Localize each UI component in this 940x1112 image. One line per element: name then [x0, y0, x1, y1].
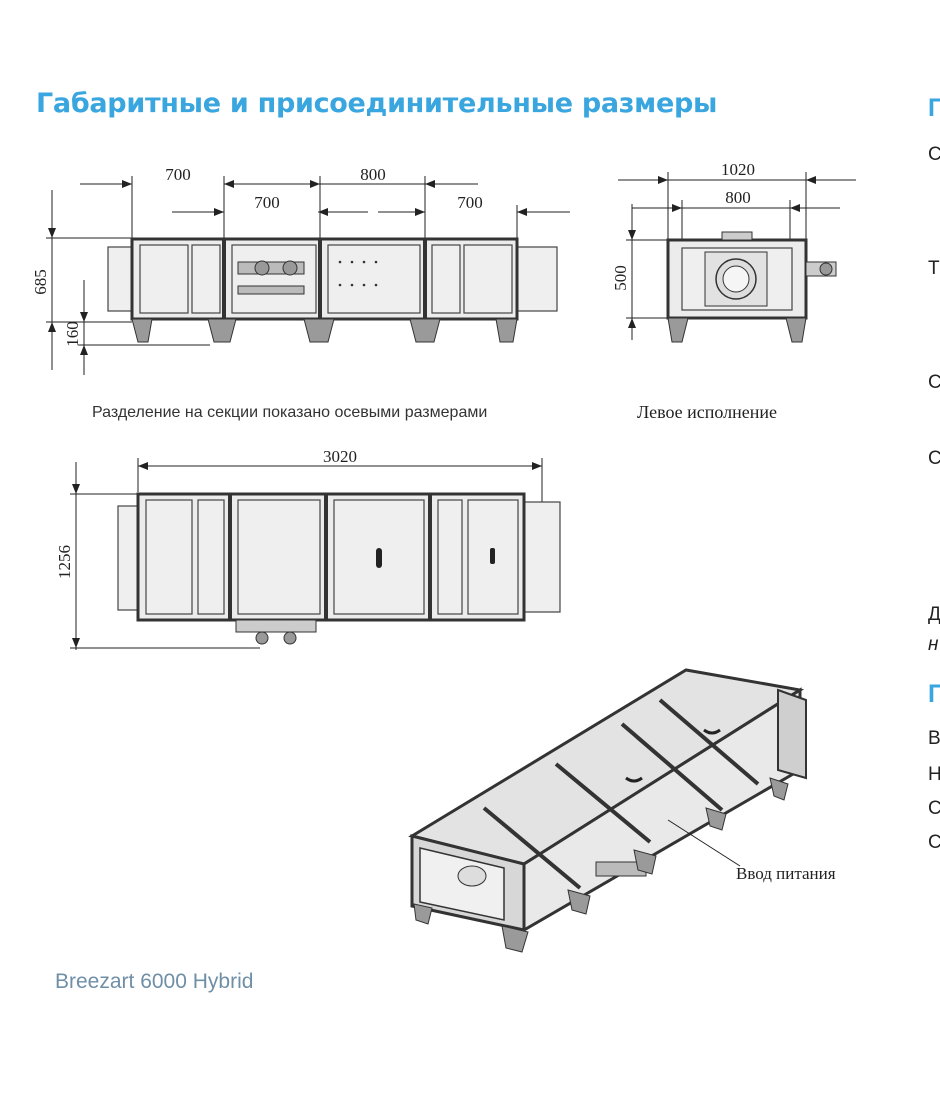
right-column-line-2: Т [928, 258, 940, 279]
side-dim-height: 500 [611, 265, 630, 291]
right-column-line-3: С [928, 372, 940, 393]
top-dim-width: 1256 [55, 545, 74, 579]
right-column-heading-1: П [928, 94, 940, 122]
right-column-line-5: Д [928, 604, 940, 625]
side-dimension-lines [618, 172, 856, 340]
top-unit-body [117, 492, 561, 645]
right-column-line-10: С [928, 832, 940, 853]
right-column-line-9: С [928, 798, 940, 819]
side-view-caption: Левое исполнение [637, 402, 778, 422]
front-unit-body [107, 237, 558, 343]
front-dim-top-2: 800 [360, 165, 386, 184]
side-unit-body [666, 231, 837, 343]
side-dim-outer: 1020 [721, 160, 755, 179]
footer-model-name: Breezart 6000 Hybrid [55, 970, 254, 993]
front-dim-legs: 160 [63, 321, 82, 347]
right-column-line-6: н [928, 634, 939, 655]
front-dim-second-2: 700 [457, 193, 483, 212]
side-dim-inner: 800 [725, 188, 751, 207]
iso-unit-body [408, 668, 807, 953]
right-column-line-1: С [928, 144, 940, 165]
power-input-label: Ввод питания [736, 864, 836, 883]
front-view-caption: Разделение на секции показано осевыми ра… [92, 404, 488, 421]
front-dim-top-1: 700 [165, 165, 191, 184]
page-title: Габаритные и присоединительные размеры [36, 88, 718, 119]
front-dimension-lines [46, 176, 570, 375]
top-dim-length: 3020 [323, 447, 357, 466]
front-dim-height: 685 [31, 269, 50, 295]
right-column-heading-2: П [928, 680, 940, 708]
front-dim-second-1: 700 [254, 193, 280, 212]
top-dimension-lines [70, 458, 543, 650]
right-column-line-4: С [928, 448, 940, 469]
right-column-line-8: Н [928, 764, 940, 785]
right-column-line-7: В [928, 728, 940, 749]
